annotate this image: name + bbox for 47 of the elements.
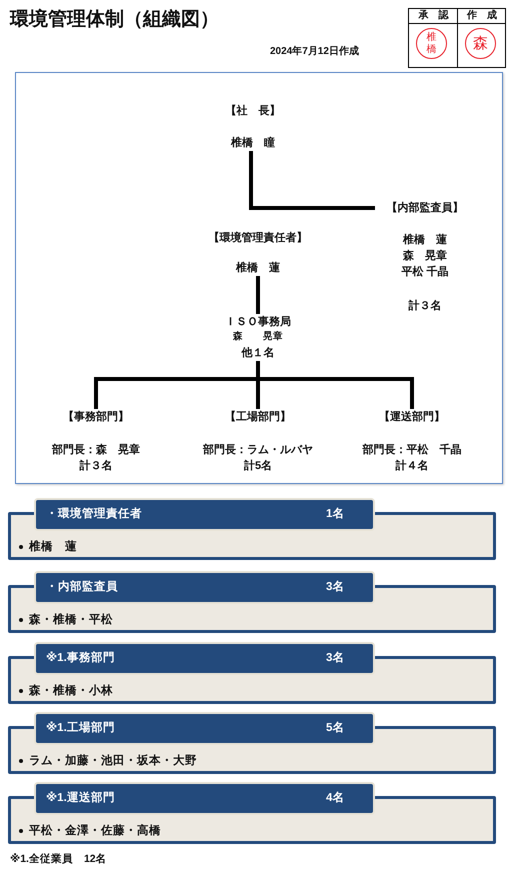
unit-text: 部門長：ラム・ルバヤ (202, 443, 314, 457)
unit-title: 【内部監査員】 (386, 201, 464, 215)
column-header: 承 認 (417, 9, 450, 23)
member-list: 椎橋 蓮 (29, 540, 77, 554)
unit-text: 他１名 (240, 346, 276, 360)
seal-text: 椎橋 (426, 32, 437, 56)
unit-text: 計5名 (242, 459, 274, 473)
member-count: 3名 (326, 651, 344, 665)
unit-text: 計４名 (394, 459, 430, 473)
column-header: 作 成 (466, 9, 498, 23)
unit-text: 計３名 (78, 459, 114, 473)
unit-title: 【事務部門】 (62, 410, 130, 424)
seal-stamp (465, 28, 496, 59)
title: 環境管理体制（組織図） (10, 8, 219, 32)
card-title: ※1.工場部門 (46, 721, 115, 735)
unit-text: 椎橋 瞳 (230, 136, 276, 150)
seal-text: 森 (472, 35, 489, 53)
member-count: 3名 (326, 580, 344, 594)
member-list: ラム・加藤・池田・坂本・大野 (29, 754, 197, 768)
unit-text: 森 晃章 (232, 330, 284, 344)
card-title: ※1.事務部門 (46, 651, 115, 665)
card-title: ・環境管理責任者 (46, 507, 142, 521)
unit-title: 【運送部門】 (378, 410, 446, 424)
unit-text: 計３名 (408, 299, 442, 313)
connector-line (249, 151, 375, 210)
footnote: ※1.全従業員 12名 (10, 852, 107, 866)
member-list: 森・椎橋・小林 (29, 684, 113, 698)
connector-line (256, 276, 260, 314)
seal-stamp (416, 28, 447, 59)
member-list: 平松・金澤・佐藤・高橋 (29, 824, 161, 838)
unit-title: 【環境管理責任者】 (208, 231, 308, 245)
unit-text: 森 晃章 (402, 249, 448, 263)
member-count: 5名 (326, 721, 344, 735)
unit-title: 【工場部門】 (224, 410, 292, 424)
card-title: ・内部監査員 (46, 580, 118, 594)
unit-text: 部門長：森 晃章 (50, 443, 141, 457)
member-count: 1名 (326, 507, 344, 521)
card-title: ※1.運送部門 (46, 791, 115, 805)
member-count: 4名 (326, 791, 344, 805)
unit-text: 椎橋 蓮 (234, 261, 281, 275)
unit-title: 【社 長】 (224, 104, 282, 118)
unit-text: 椎橋 蓮 (402, 233, 448, 247)
unit-text: 平松 千晶 (400, 265, 450, 279)
unit-title: ＩＳＯ事務局 (224, 315, 292, 329)
date-text: 2024年7月12日作成 (270, 45, 359, 59)
member-list: 森・椎橋・平松 (29, 613, 113, 627)
unit-text: 部門長：平松 千晶 (361, 443, 462, 457)
